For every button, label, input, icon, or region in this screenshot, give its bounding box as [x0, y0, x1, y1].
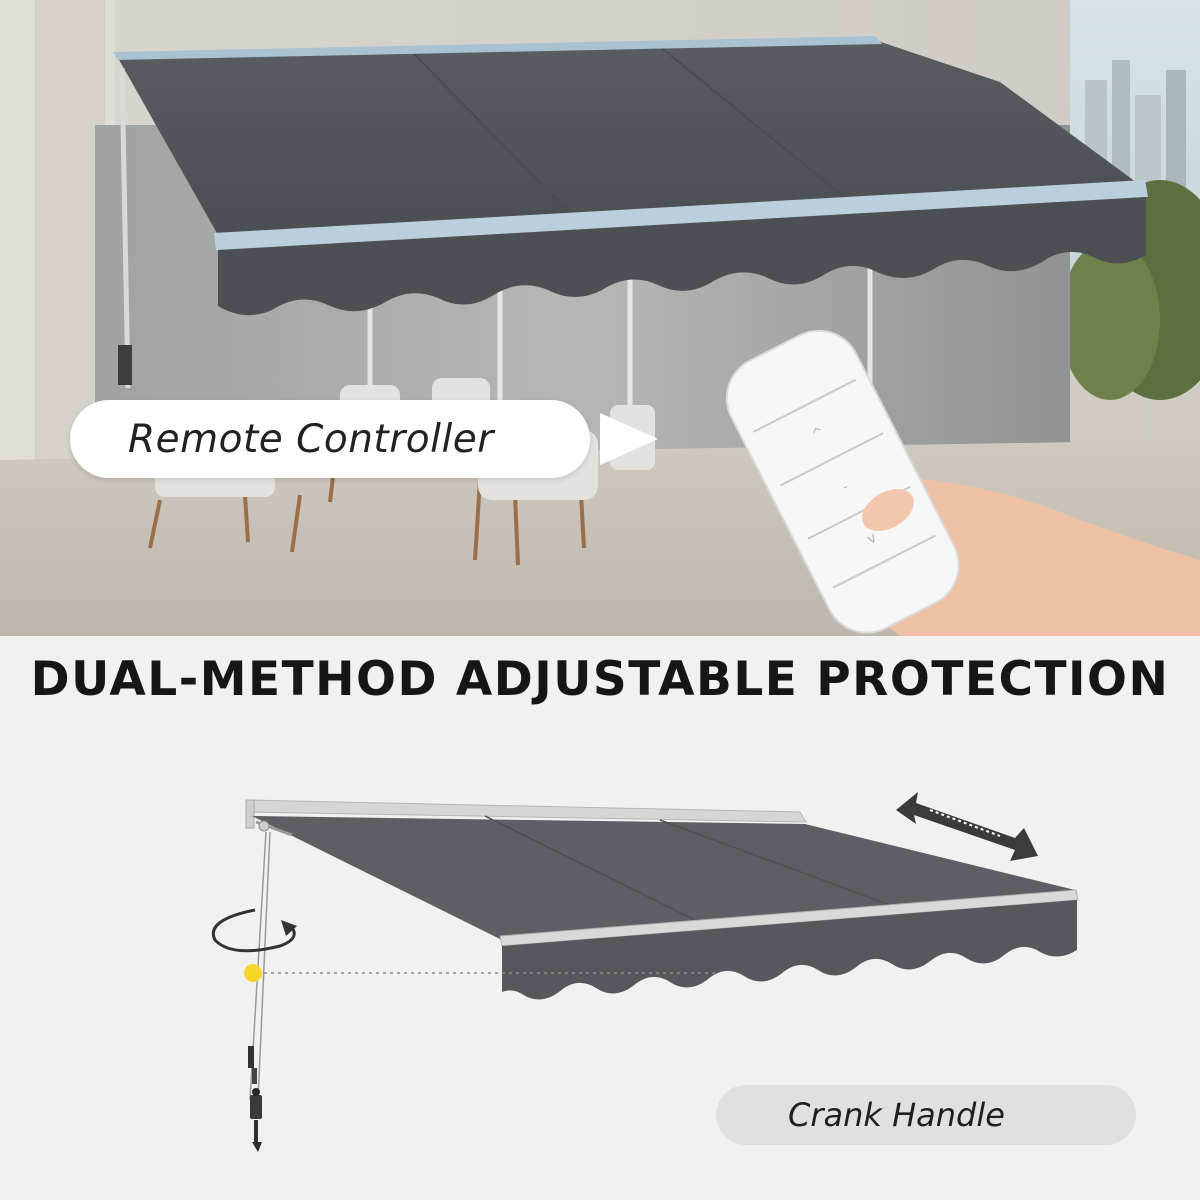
awning-illustration [212, 792, 1079, 1152]
rotate-icon [212, 908, 297, 953]
svg-text:-: - [840, 479, 852, 496]
play-arrow-icon [600, 413, 658, 465]
patio-scene: ^ - v [0, 0, 1200, 636]
crank-handle-label: Crank Handle [716, 1085, 1136, 1145]
crank-handle-text: Crank Handle [788, 1096, 1005, 1134]
crank-marker [244, 964, 262, 982]
remote-controller-label: Remote Controller [70, 400, 590, 478]
double-arrow-icon [896, 792, 1038, 861]
awning-diagram [0, 740, 1200, 1200]
remote-controller-text: Remote Controller [128, 416, 494, 462]
lifestyle-photo: ^ - v [0, 0, 1200, 636]
headline: DUAL-METHOD ADJUSTABLE PROTECTION [30, 652, 1170, 707]
